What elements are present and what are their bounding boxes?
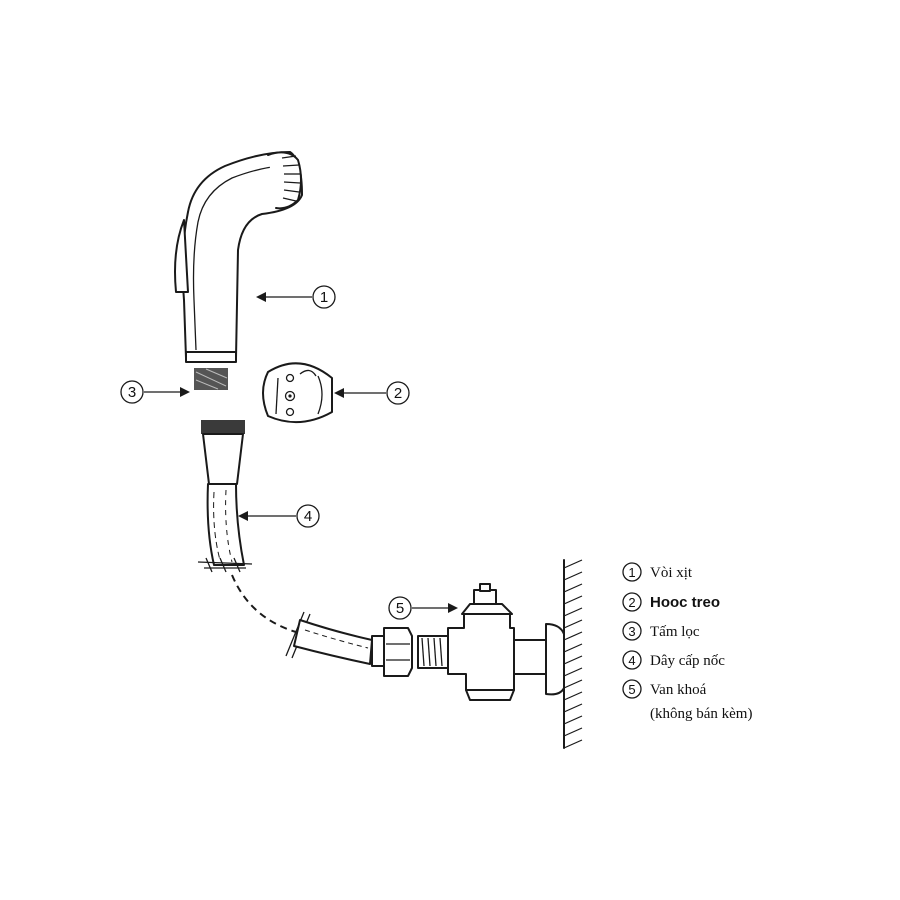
callout-3-number: 3 — [128, 384, 136, 401]
legend-item-2: 2 Hooc treo — [622, 592, 720, 612]
callout-3: 3 — [120, 380, 190, 404]
wall-hatching — [563, 559, 583, 749]
callout-2: 2 — [334, 381, 410, 405]
callout-2-number: 2 — [394, 385, 402, 402]
legend-item-5-number: 5 — [628, 682, 635, 697]
legend: 1 Vòi xịt 2 Hooc treo 3 Tấm lọc 4 Dây cấ… — [622, 562, 752, 722]
legend-item-3-number: 3 — [628, 624, 635, 639]
legend-note: (không bán kèm) — [650, 706, 752, 722]
callout-5: 5 — [388, 596, 458, 620]
legend-item-1-label: Vòi xịt — [650, 565, 693, 581]
legend-item-4-number: 4 — [628, 653, 635, 668]
callout-5-number: 5 — [396, 600, 404, 617]
legend-item-5-label: Van khoá — [650, 682, 707, 698]
legend-item-1: 1 Vòi xịt — [622, 562, 693, 582]
legend-item-5: 5 Van khoá — [622, 679, 707, 699]
callout-1-number: 1 — [320, 289, 328, 306]
legend-item-2-number: 2 — [628, 595, 635, 610]
holder-illustration — [262, 362, 333, 424]
legend-item-1-number: 1 — [628, 565, 635, 580]
legend-item-3-label: Tấm lọc — [650, 624, 700, 640]
filter-illustration — [194, 368, 228, 390]
hose-illustration — [197, 420, 413, 677]
legend-item-4-label: Dây cấp nốc — [650, 653, 725, 669]
valve-illustration — [417, 559, 583, 749]
callout-1: 1 — [256, 285, 336, 309]
callout-4: 4 — [238, 504, 320, 528]
legend-item-2-label: Hooc treo — [650, 594, 720, 611]
sprayer-head-illustration — [174, 151, 303, 363]
callout-4-number: 4 — [304, 508, 312, 525]
legend-item-4: 4 Dây cấp nốc — [622, 650, 725, 670]
legend-item-3: 3 Tấm lọc — [622, 621, 700, 641]
